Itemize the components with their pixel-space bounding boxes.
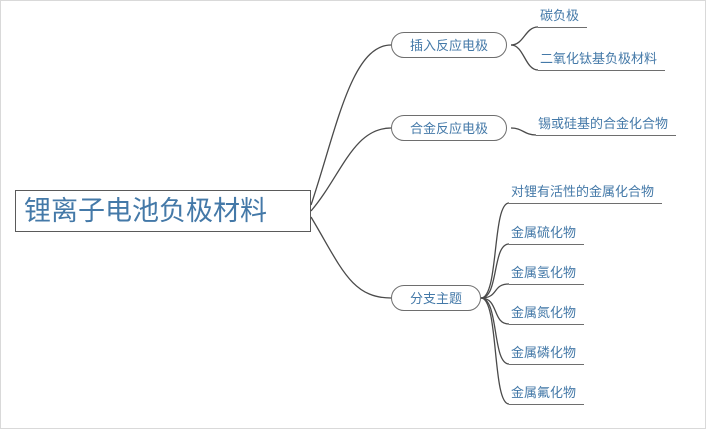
connector-branch1-to-leaf2 (510, 44, 539, 71)
leaf-topic-metal-hydrides[interactable]: 金属氢化物 (509, 266, 585, 285)
branch-topic-alloy-electrode[interactable]: 合金反应电极 (391, 115, 508, 141)
connector-branch3-to-leaf3 (480, 283, 510, 299)
connector-root-to-branch2 (310, 127, 392, 212)
branch-topic-misc[interactable]: 分支主题 (391, 285, 482, 311)
root-topic[interactable]: 锂离子电池负极材料 (15, 190, 311, 232)
leaf-topic-metal-nitrides[interactable]: 金属氮化物 (509, 306, 585, 325)
leaf-topic-carbon-anode[interactable]: 碳负极 (538, 9, 588, 28)
connector-branch3-to-leaf1 (480, 202, 510, 299)
connector-branch3-to-leaf5 (480, 297, 510, 365)
connector-root-to-branch1 (310, 44, 392, 206)
leaf-topic-metal-phosphides[interactable]: 金属磷化物 (509, 346, 585, 365)
leaf-topic-lithium-active-metal-compounds[interactable]: 对锂有活性的金属化合物 (509, 185, 663, 204)
leaf-topic-tin-silicon-alloy[interactable]: 锡或硅基的合金化合物 (536, 117, 677, 136)
connector-branch2-to-leaf1 (510, 127, 537, 136)
connector-branch3-to-leaf6 (480, 297, 510, 405)
connector-branch1-to-leaf1 (510, 26, 539, 46)
leaf-topic-metal-fluorides[interactable]: 金属氟化物 (509, 386, 585, 405)
branch-topic-insertion-electrode[interactable]: 插入反应电极 (391, 32, 508, 58)
leaf-topic-metal-sulfides[interactable]: 金属硫化物 (509, 226, 585, 245)
leaf-topic-titania-anode[interactable]: 二氧化钛基负极材料 (538, 52, 666, 71)
connector-branch3-to-leaf2 (480, 243, 510, 299)
connector-branch3-to-leaf4 (480, 297, 510, 325)
connector-root-to-branch3 (310, 216, 392, 299)
